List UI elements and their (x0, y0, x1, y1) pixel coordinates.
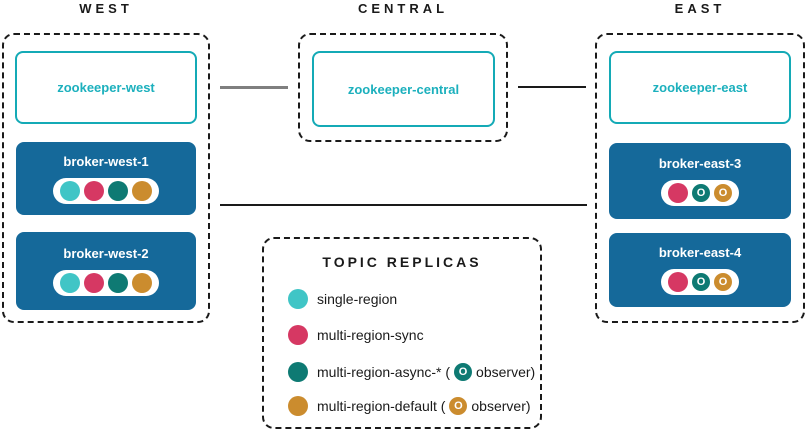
region-container-central (298, 33, 508, 142)
zookeeper-central-label: zookeeper-central (347, 81, 460, 97)
broker-name: broker-west-1 (63, 153, 149, 169)
zookeeper-central-node: zookeeper-central (312, 51, 495, 127)
legend-title: TOPIC REPLICAS (322, 254, 482, 270)
broker-east-3-node: broker-east-3 O O (609, 143, 791, 219)
zookeeper-east-node: zookeeper-east (609, 51, 791, 124)
legend-dot-multi-region-sync (288, 325, 308, 345)
broker-east-4-node: broker-east-4 O O (609, 233, 791, 307)
legend-label-suffix: observer) (471, 398, 531, 414)
replica-dot-multi-region-default (132, 180, 152, 201)
legend-label-prefix: multi-region-async-* ( (317, 364, 451, 380)
region-title-east: EAST (674, 1, 726, 16)
connector-central-east (518, 86, 586, 88)
observer-badge-default: O (449, 397, 468, 415)
replica-dot-multi-region-default-observer: O (714, 184, 732, 202)
legend-label-prefix: multi-region-default ( (317, 398, 446, 414)
connector-west-east-brokers (220, 204, 587, 206)
replica-dot-multi-region-sync (84, 180, 104, 201)
legend-dot-multi-region-async (288, 362, 308, 382)
legend-label: multi-region-sync (317, 327, 424, 343)
broker-name: broker-west-2 (63, 246, 149, 261)
replica-pill: O O (661, 269, 739, 295)
replica-dot-single-region (60, 180, 80, 201)
replica-dot-multi-region-async (108, 273, 128, 293)
broker-name: broker-east-3 (658, 156, 742, 171)
legend-dot-multi-region-default (288, 396, 308, 416)
broker-name: broker-east-4 (658, 245, 742, 260)
legend-label: single-region (317, 291, 398, 307)
broker-west-1-node: broker-west-1 (16, 142, 196, 215)
region-container-east (595, 33, 805, 323)
replica-dot-multi-region-async (108, 180, 128, 201)
observer-badge-async: O (454, 363, 473, 381)
connector-west-central (220, 86, 288, 89)
zookeeper-west-node: zookeeper-west (15, 51, 197, 124)
legend-topic-replicas: TOPIC REPLICAS single-region multi-regio… (262, 237, 542, 429)
replica-pill: O O (661, 180, 739, 206)
replica-dot-multi-region-sync (84, 273, 104, 293)
legend-dot-single-region (288, 289, 308, 309)
zookeeper-east-label: zookeeper-east (652, 80, 748, 95)
replica-pill (53, 177, 159, 204)
zookeeper-west-label: zookeeper-west (57, 80, 155, 95)
legend-item-multi-region-sync: multi-region-sync (288, 325, 424, 345)
legend-label-suffix: observer) (476, 364, 536, 380)
replica-dot-single-region (60, 273, 80, 293)
replica-dot-multi-region-sync (668, 272, 688, 292)
legend-item-multi-region-default: multi-region-default ( O observer) (288, 396, 531, 416)
legend-item-single-region: single-region (288, 289, 397, 309)
replica-dot-multi-region-async-observer: O (692, 273, 710, 291)
broker-west-2-node: broker-west-2 (16, 232, 196, 310)
region-title-west: WEST (79, 1, 133, 16)
region-container-west (2, 33, 210, 323)
replica-pill (53, 270, 159, 296)
replica-dot-multi-region-async-observer: O (692, 184, 710, 202)
region-title-central: CENTRAL (357, 1, 449, 16)
replica-dot-multi-region-default (132, 273, 152, 293)
legend-item-multi-region-async: multi-region-async-* ( O observer) (288, 362, 535, 382)
replica-dot-multi-region-sync (668, 183, 688, 203)
replica-dot-multi-region-default-observer: O (714, 273, 732, 291)
